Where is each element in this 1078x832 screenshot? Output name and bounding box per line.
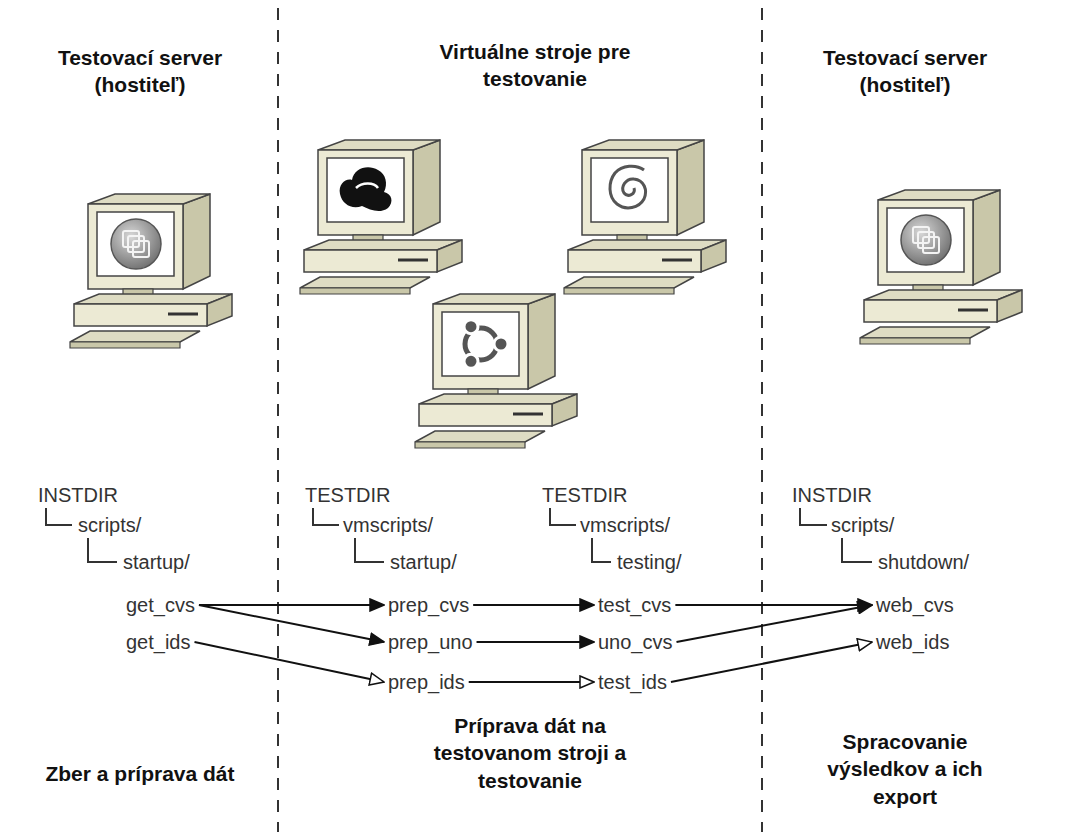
section-heading: Virtuálne stroje pre testovanie [428,38,643,93]
column-divider [278,8,762,832]
flow-arrow [671,642,872,682]
flow-arrow [675,604,872,606]
flow-arrow [199,605,384,642]
flow-arrow [473,604,594,606]
directory-name: testing/ [615,550,683,574]
directory-name: INSTDIR [36,483,120,507]
directory-name: shutdown/ [876,550,971,574]
redhat-computer [300,140,462,294]
script-label: web_cvs [876,594,954,616]
script-name: test_cvs [596,591,673,619]
script-label: uno_cvs [598,631,673,653]
script-name: get_ids [124,628,193,656]
directory-name: INSTDIR [790,483,874,507]
script-label: get_cvs [126,594,195,616]
host-computer [860,190,1022,344]
script-name: web_ids [874,628,951,656]
directory-name: scripts/ [76,513,143,537]
flow-arrow [469,681,594,683]
script-label: web_ids [876,631,949,653]
directory-name: TESTDIR [303,483,393,507]
section-heading: Príprava dát na testovanom stroji a test… [405,712,655,794]
debian-computer [564,140,726,294]
directory-name: startup/ [388,550,459,574]
host-computer [70,194,232,348]
flow-arrow [677,605,873,642]
script-name: prep_uno [386,628,475,656]
script-name: test_ids [596,668,669,696]
directory-name: vmscripts/ [578,513,672,537]
script-name: get_cvs [124,591,197,619]
directory-name: TESTDIR [540,483,630,507]
section-heading: Zber a príprava dát [40,760,240,787]
directory-name: scripts/ [829,513,896,537]
flow-arrow [477,641,594,643]
section-heading: Testovací server (hostiteľ) [15,44,265,99]
script-label: prep_uno [388,631,473,653]
flow-arrow [199,604,384,606]
script-name: uno_cvs [596,628,675,656]
script-label: get_ids [126,631,191,653]
script-label: test_ids [598,671,667,693]
directory-name: startup/ [121,550,192,574]
script-name: web_cvs [874,591,956,619]
script-label: prep_cvs [388,594,469,616]
script-label: prep_ids [388,671,465,693]
directory-name: vmscripts/ [341,513,435,537]
script-name: prep_ids [386,668,467,696]
script-name: prep_cvs [386,591,471,619]
ubuntu-computer [415,294,577,448]
section-heading: Spracovanie výsledkov a ich export [825,728,985,810]
flow-arrow [195,642,385,682]
section-heading: Testovací server (hostiteľ) [780,44,1030,99]
script-label: test_cvs [598,594,671,616]
